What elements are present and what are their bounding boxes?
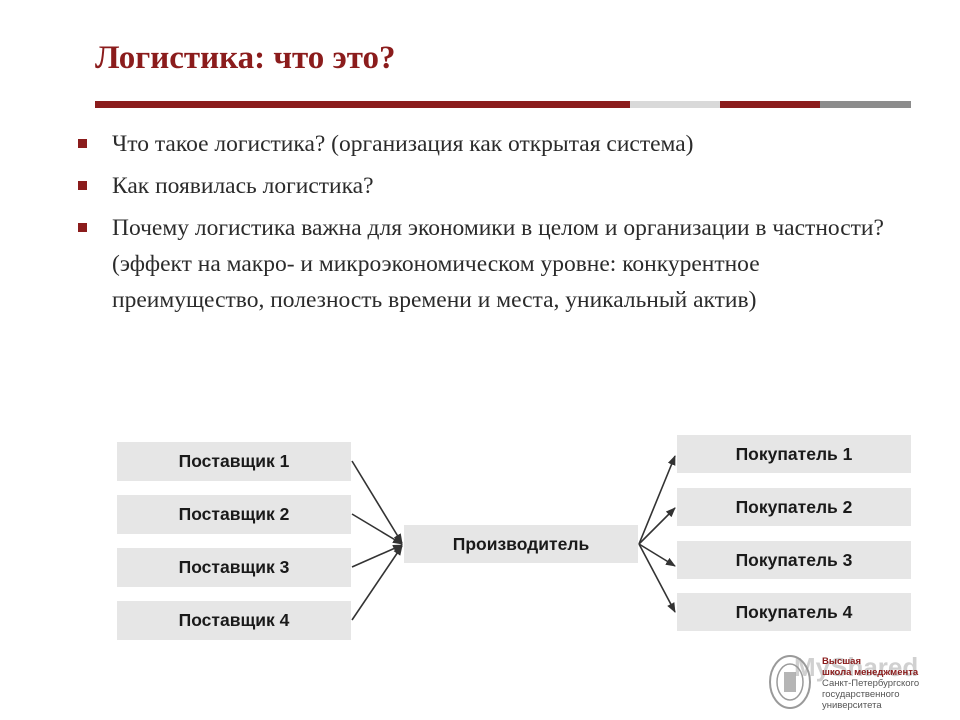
bullet-square-icon [78,139,87,148]
emblem-icon [769,655,811,709]
title-underline-accent [720,101,820,108]
bullet-item: Что такое логистика? (организация как от… [76,126,916,162]
title-underline-main [95,101,630,108]
logo-text: Высшая школа менеджмента Санкт-Петербург… [822,656,946,711]
logo-line-3: Санкт-Петербургского [822,678,920,689]
producer-box: Производитель [404,525,638,563]
bullet-square-icon [78,181,87,190]
supplier-box-4: Поставщик 4 [117,601,351,640]
arrow-supplier-4 [351,545,403,621]
arrow-supplier-2 [351,513,403,545]
supplier-box-1: Поставщик 1 [117,442,351,481]
title-underline-dark [820,101,911,108]
logo-line-2: школа менеджмента [822,667,919,678]
bullet-text: Почему логистика важна для экономики в ц… [112,215,884,313]
logo-line-1: Высшая [822,656,862,667]
bullet-item: Как появилась логистика? [76,168,916,204]
bullet-square-icon [78,223,87,232]
slide-title: Логистика: что это? [95,40,396,76]
bullet-item: Почему логистика важна для экономики в ц… [76,210,916,318]
logo-line-4: государственного университета [822,689,900,711]
arrow-supplier-1 [351,460,403,544]
arrow-buyer-4 [638,543,676,613]
buyer-box-4: Покупатель 4 [677,593,911,631]
buyer-box-3: Покупатель 3 [677,541,911,579]
supplier-box-2: Поставщик 2 [117,495,351,534]
bullet-text: Что такое логистика? (организация как от… [112,131,694,157]
arrow-buyer-1 [638,455,676,545]
title-underline-light [630,101,720,108]
bullet-text: Как появилась логистика? [112,173,374,199]
bullet-list: Что такое логистика? (организация как от… [76,126,916,324]
buyer-box-2: Покупатель 2 [677,488,911,526]
arrow-buyer-2 [638,507,676,545]
supplier-box-3: Поставщик 3 [117,548,351,587]
arrow-buyer-3 [638,543,676,567]
university-logo: MyShared Высшая школа менеджмента Санкт-… [766,650,946,712]
buyer-box-1: Покупатель 1 [677,435,911,473]
watermark-text: MyShared [794,652,919,682]
